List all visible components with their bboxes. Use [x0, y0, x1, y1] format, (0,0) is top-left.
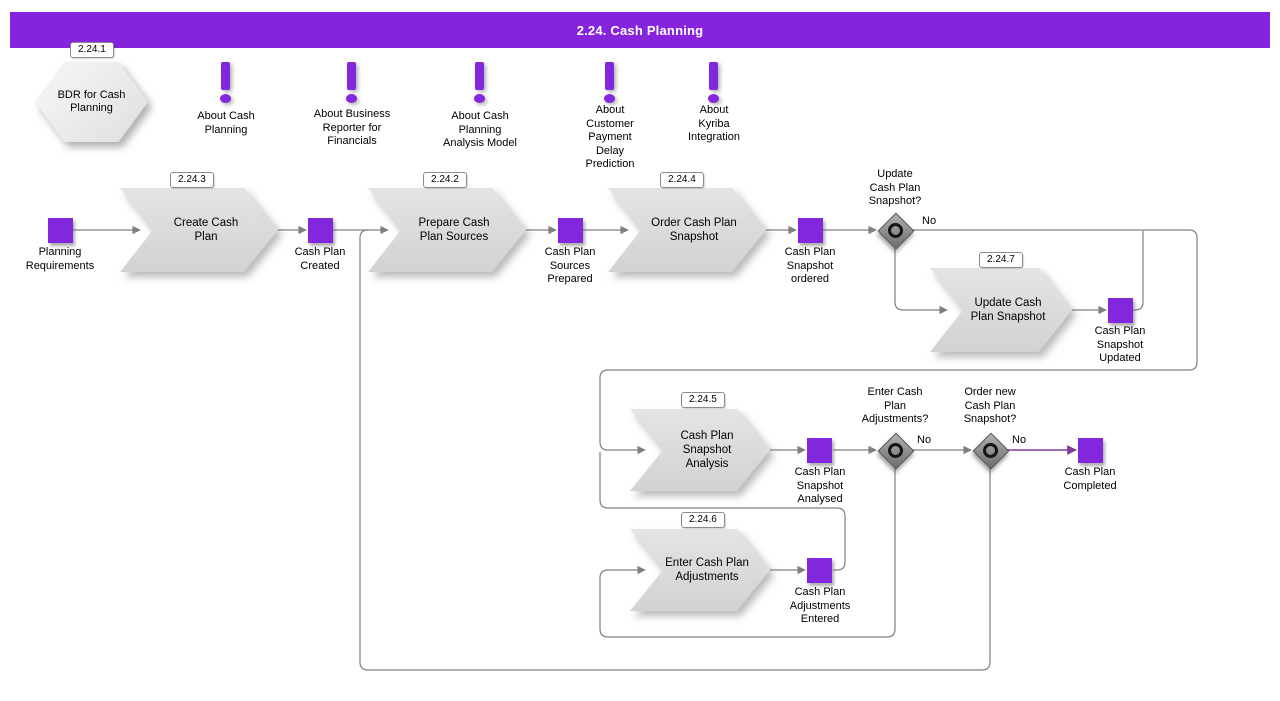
connector-order-new-yes-big-loop — [359, 229, 991, 671]
gateway-question: Order new Cash Plan Snapshot? — [963, 386, 1017, 425]
info-note-about-kyriba-integration[interactable]: About Kyriba Integration — [688, 104, 740, 143]
badge-text: 2.24.6 — [689, 514, 717, 525]
event-cash-plan-snapshot-ordered[interactable] — [798, 218, 823, 243]
exclamation-icon — [709, 62, 718, 90]
event-planning-requirements[interactable] — [48, 218, 73, 243]
exclamation-icon — [475, 62, 484, 90]
process-prepare-cash-plan-sources[interactable]: Prepare Cash Plan Sources — [368, 188, 526, 272]
page-title: 2.24. Cash Planning — [576, 22, 704, 38]
process-label: Enter Cash Plan Adjustments — [665, 557, 749, 583]
event-cash-plan-snapshot-updated[interactable] — [1108, 298, 1133, 323]
connector-gateway-yes-to-update — [894, 248, 948, 315]
event-cash-plan-snapshot-analysed[interactable] — [807, 438, 832, 463]
gateway-question: Update Cash Plan Snapshot? — [868, 168, 922, 207]
exclamation-dot-icon — [604, 94, 615, 103]
event-cash-plan-adjustments-entered[interactable] — [807, 558, 832, 583]
process-label: Order Cash Plan Snapshot — [651, 217, 737, 243]
process-label: Prepare Cash Plan Sources — [418, 217, 490, 243]
start-node-label: BDR for Cash Planning — [35, 62, 148, 142]
branch-label-no: No — [1012, 434, 1027, 446]
process-cash-plan-snapshot-analysis[interactable]: Cash Plan Snapshot Analysis — [630, 409, 770, 491]
exclamation-icon — [221, 62, 230, 90]
badge-text: 2.24.5 — [689, 394, 717, 405]
process-number-badge: 2.24.7 — [979, 252, 1023, 268]
branch-label-no: No — [922, 215, 937, 227]
event-label: Cash Plan Completed — [1063, 466, 1117, 492]
title-banner: 2.24. Cash Planning — [10, 12, 1270, 48]
event-label: Cash Plan Adjustments Entered — [789, 586, 851, 625]
process-label: Update Cash Plan Snapshot — [970, 297, 1046, 323]
process-number-badge: 2.24.5 — [681, 392, 725, 408]
info-note-about-analysis-model[interactable]: About Cash Planning Analysis Model — [443, 110, 517, 149]
gateway-circle-icon — [887, 442, 903, 458]
info-icon[interactable] — [474, 62, 485, 103]
gateway-circle-icon — [887, 222, 903, 238]
exclamation-dot-icon — [220, 94, 231, 103]
exclamation-dot-icon — [346, 94, 357, 103]
process-number-badge: 2.24.3 — [170, 172, 214, 188]
info-note-about-payment-delay-prediction[interactable]: About Customer Payment Delay Prediction — [585, 104, 635, 170]
info-icon[interactable] — [346, 62, 357, 103]
process-enter-cash-plan-adjustments[interactable]: Enter Cash Plan Adjustments — [630, 529, 770, 611]
start-node-bdr-for-cash-planning[interactable]: BDR for Cash Planning — [35, 62, 148, 142]
event-label: Cash Plan Snapshot ordered — [784, 246, 836, 285]
process-number-badge: 2.24.1 — [70, 42, 114, 58]
process-number-badge: 2.24.2 — [423, 172, 467, 188]
badge-text: 2.24.1 — [78, 44, 106, 55]
badge-text: 2.24.2 — [431, 174, 459, 185]
event-label: Planning Requirements — [25, 246, 95, 272]
connector-enter-adjustments-yes-loop — [599, 467, 896, 638]
branch-label-no: No — [917, 434, 932, 446]
info-note-about-cash-planning[interactable]: About Cash Planning — [197, 110, 255, 136]
exclamation-icon — [605, 62, 614, 90]
process-create-cash-plan[interactable]: Create Cash Plan — [120, 188, 278, 272]
event-label: Cash Plan Snapshot Updated — [1094, 325, 1146, 364]
process-number-badge: 2.24.4 — [660, 172, 704, 188]
badge-text: 2.24.3 — [178, 174, 206, 185]
connector-updated-merge — [1133, 231, 1144, 311]
process-label: Create Cash Plan — [173, 217, 239, 243]
exclamation-dot-icon — [708, 94, 719, 103]
event-label: Cash Plan Created — [294, 246, 346, 272]
gateway-circle-icon — [982, 442, 998, 458]
exclamation-icon — [347, 62, 356, 90]
event-cash-plan-created[interactable] — [308, 218, 333, 243]
info-icon[interactable] — [708, 62, 719, 103]
gateway-question: Enter Cash Plan Adjustments? — [861, 386, 929, 425]
process-order-cash-plan-snapshot[interactable]: Order Cash Plan Snapshot — [608, 188, 766, 272]
event-cash-plan-completed[interactable] — [1078, 438, 1103, 463]
connector-no-to-analysis — [599, 229, 1198, 455]
info-note-about-business-reporter[interactable]: About Business Reporter for Financials — [313, 108, 391, 147]
connector-adjustments-entered-loop — [599, 452, 846, 571]
badge-text: 2.24.7 — [987, 254, 1015, 265]
process-number-badge: 2.24.6 — [681, 512, 725, 528]
process-label: Cash Plan Snapshot Analysis — [680, 430, 734, 470]
event-label: Cash Plan Sources Prepared — [544, 246, 596, 285]
info-icon[interactable] — [604, 62, 615, 103]
process-update-cash-plan-snapshot[interactable]: Update Cash Plan Snapshot — [930, 268, 1072, 352]
info-icon[interactable] — [220, 62, 231, 103]
event-label: Cash Plan Snapshot Analysed — [794, 466, 846, 505]
exclamation-dot-icon — [474, 94, 485, 103]
badge-text: 2.24.4 — [668, 174, 696, 185]
event-cash-plan-sources-prepared[interactable] — [558, 218, 583, 243]
